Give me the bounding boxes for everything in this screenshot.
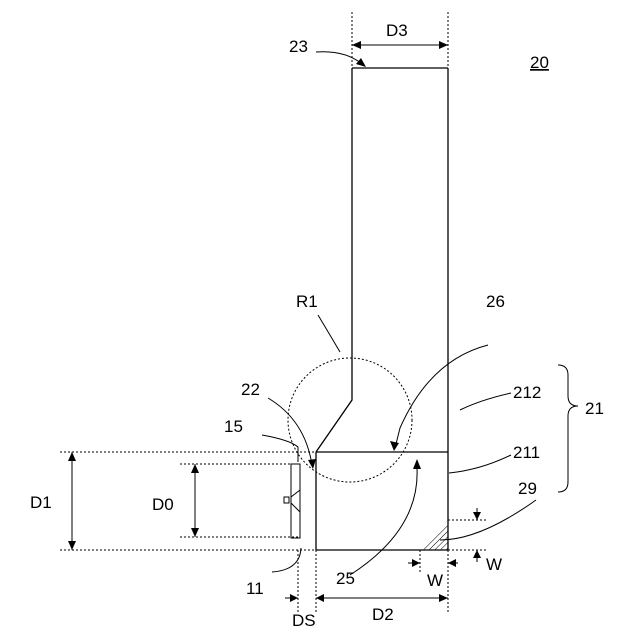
- extension-lines: [60, 12, 486, 612]
- label-ref-29: 29: [518, 479, 537, 498]
- label-d0: D0: [152, 495, 174, 514]
- leader-r1: [318, 315, 340, 352]
- figure-number: 20: [530, 53, 549, 72]
- dimension-d2: [316, 594, 448, 602]
- leader-23: [316, 52, 362, 64]
- label-ref-23: 23: [289, 37, 308, 56]
- label-ref-21: 21: [585, 399, 604, 418]
- leader-26: [395, 345, 488, 448]
- label-w-vertical: W: [486, 555, 502, 574]
- label-ref-25: 25: [336, 569, 355, 588]
- dimension-d0: [191, 464, 199, 537]
- leader-29: [440, 500, 536, 540]
- leader-22: [268, 398, 312, 465]
- label-ref-15: 15: [224, 417, 243, 436]
- label-ref-11: 11: [246, 579, 264, 598]
- hatched-region-29: [420, 520, 448, 550]
- leader-25: [350, 468, 417, 575]
- label-d2: D2: [372, 605, 394, 624]
- dimension-d1: [68, 452, 76, 550]
- leader-lines: [262, 52, 536, 575]
- dimension-w-vertical: [473, 508, 481, 562]
- label-ref-22: 22: [241, 380, 260, 399]
- dimension-d3: [352, 41, 448, 49]
- leader-212: [460, 393, 511, 410]
- shaft-left-edge-with-chamfer: [316, 68, 352, 452]
- label-d3: D3: [386, 21, 408, 40]
- label-w-horizontal: W: [427, 571, 443, 590]
- label-ref-211: 211: [513, 443, 540, 462]
- labels: 20 D3 23 R1 26 22 212 21 15 211 29 D1 D0…: [30, 21, 604, 630]
- label-ds: DS: [292, 611, 316, 630]
- leader-211: [449, 455, 511, 473]
- label-r1: R1: [296, 292, 318, 311]
- dimension-w-horizontal: [408, 559, 458, 567]
- label-d1: D1: [30, 493, 52, 512]
- brace-21: [558, 365, 578, 492]
- component-body: [316, 68, 448, 550]
- label-ref-212: 212: [513, 383, 541, 402]
- light-element-15: [284, 464, 300, 538]
- label-ref-26: 26: [486, 292, 505, 311]
- leader-15: [262, 435, 298, 462]
- leader-11: [272, 548, 301, 572]
- region-r1-circle: [288, 358, 412, 482]
